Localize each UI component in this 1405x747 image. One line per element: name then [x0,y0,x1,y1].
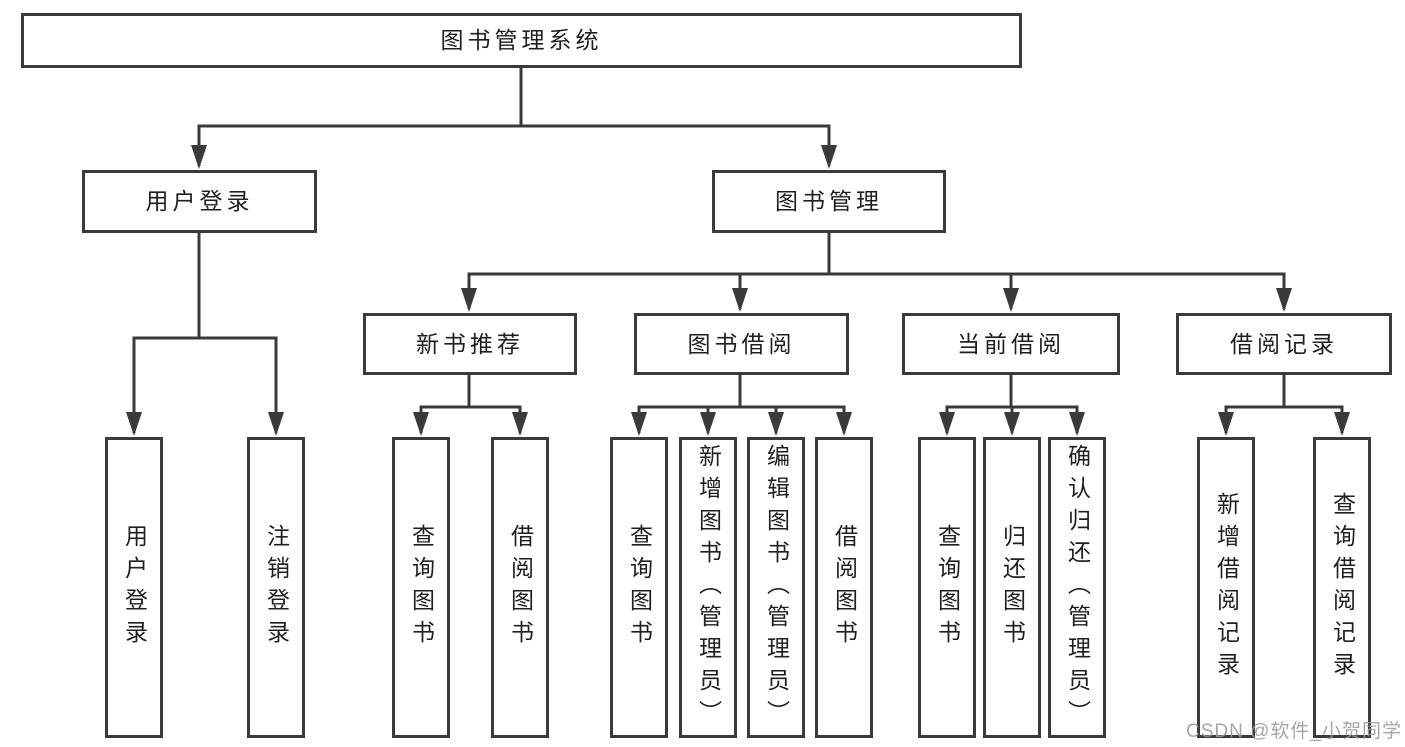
csdn-watermark: CSDN @软件_小贺同学 [1186,721,1402,742]
leaf-borrow-books: 借阅图书 [815,437,873,738]
node-book-borrow: 图书借阅 [634,313,849,375]
node-borrow-records: 借阅记录 [1176,313,1392,375]
leaf-query-books-borrow: 查询图书 [610,437,668,738]
leaf-query-borrow-record: 查询借阅记录 [1313,437,1371,738]
node-current-borrow: 当前借阅 [902,313,1120,375]
leaf-confirm-return-admin: 确认归还（管理员） [1048,437,1106,738]
connector-lines [132,68,1344,433]
node-book-management-branch: 图书管理 [712,170,946,233]
node-user-login-branch: 用户登录 [82,170,317,233]
leaf-edit-book-admin: 编辑图书（管理员） [747,437,805,738]
node-new-book-recommend: 新书推荐 [363,313,577,375]
leaf-borrow-books-recommend: 借阅图书 [491,437,549,738]
leaf-logout-login: 注销登录 [247,437,305,738]
leaf-add-book-admin: 新增图书（管理员） [679,437,737,738]
leaf-return-books: 归还图书 [983,437,1041,738]
leaf-add-borrow-record: 新增借阅记录 [1197,437,1255,738]
leaf-query-books-recommend: 查询图书 [392,437,450,738]
leaf-query-books-current: 查询图书 [918,437,976,738]
leaf-user-login: 用户登录 [105,437,163,738]
node-library-system-root: 图书管理系统 [21,13,1022,68]
